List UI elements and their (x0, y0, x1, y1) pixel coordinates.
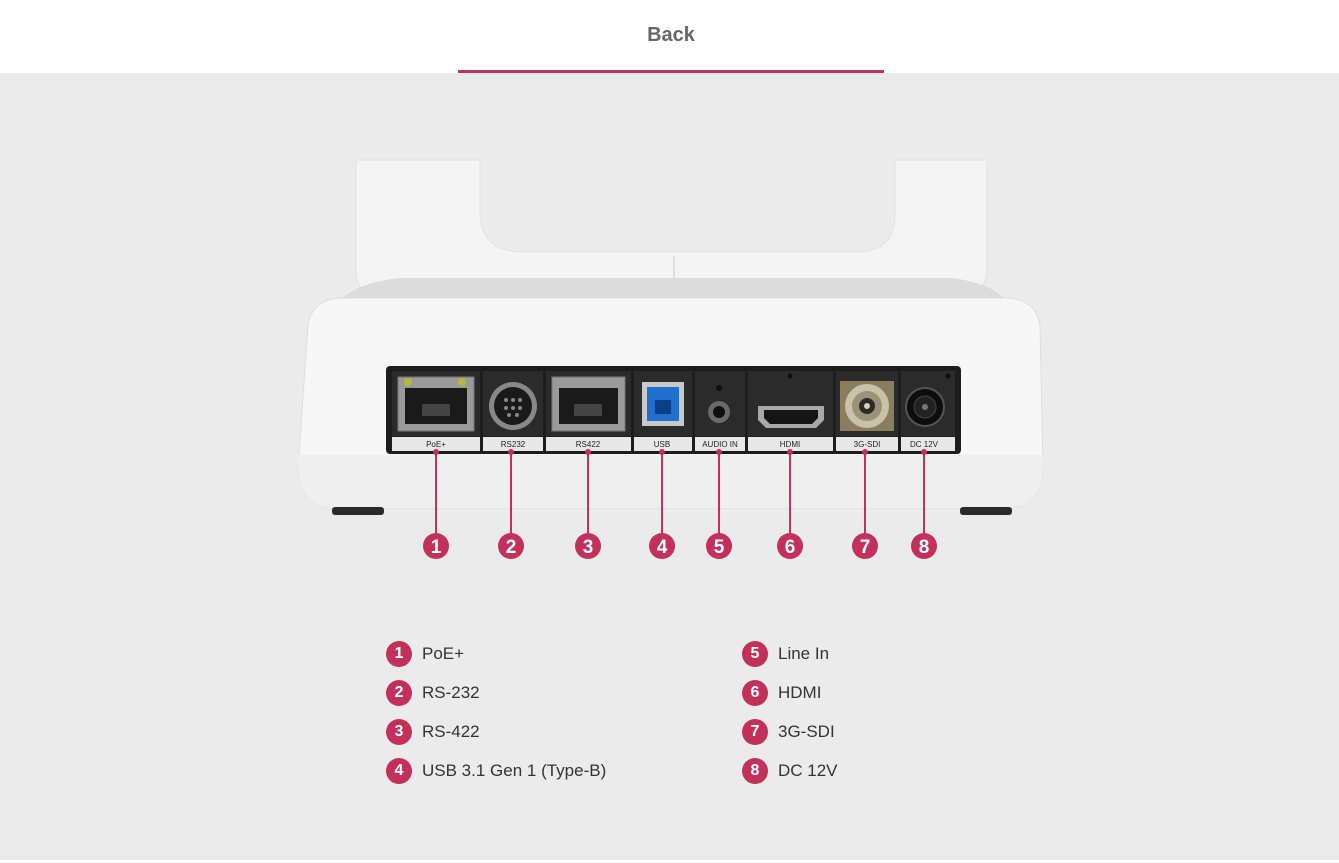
legend-number-badge: 2 (386, 680, 412, 706)
tab-back[interactable]: Back (458, 0, 884, 73)
port-rs422 (546, 371, 631, 436)
legend-text: USB 3.1 Gen 1 (Type-B) (422, 761, 607, 780)
callout-3: 3 (575, 449, 601, 559)
port-label-hdmi: HDMI (780, 440, 800, 449)
camera-yoke (355, 159, 988, 297)
callout-5-number: 5 (714, 537, 725, 558)
legend-item: 5 Line In (742, 641, 1098, 667)
camera-foot-right (960, 507, 1012, 515)
port-audio-in (695, 371, 745, 436)
legend-text: RS-422 (422, 722, 480, 741)
legend-number-badge: 8 (742, 758, 768, 784)
callout-2-number: 2 (506, 537, 517, 558)
tab-active-indicator (458, 70, 884, 73)
legend-text: PoE+ (422, 644, 465, 663)
callout-1-number: 1 (431, 537, 442, 558)
port-hdmi (748, 371, 833, 436)
callout-6: 6 (777, 449, 803, 559)
port-label-dc-12v: DC 12V (910, 440, 939, 449)
legend-text: DC 12V (778, 761, 838, 780)
camera-back-illustration: PoE+ RS232 RS422 USB AUDIO IN HDMI 3G-SD… (297, 159, 1044, 559)
legend-item: 6 HDMI (742, 680, 1098, 706)
legend-number-badge: 7 (742, 719, 768, 745)
legend-text: RS-232 (422, 683, 480, 702)
camera-base-lower (298, 455, 1043, 508)
legend-number-badge: 4 (386, 758, 412, 784)
tab-back-label: Back (647, 24, 695, 46)
callout-6-number: 6 (785, 537, 796, 558)
legend-number-badge: 3 (386, 719, 412, 745)
camera-foot-left (332, 507, 384, 515)
callout-5: 5 (706, 449, 732, 559)
port-legend: 1 PoE+ 2 RS-232 3 RS-422 4 USB 3.1 Gen 1… (386, 641, 1106, 784)
callout-8: 8 (911, 449, 937, 559)
legend-text: Line In (778, 644, 830, 663)
callout-1: 1 (423, 449, 449, 559)
tab-bar: Back (0, 0, 1339, 73)
port-label-poe: PoE+ (426, 440, 446, 449)
port-label-audio-in: AUDIO IN (702, 440, 738, 449)
callout-7-number: 7 (860, 537, 871, 558)
callout-2: 2 (498, 449, 524, 559)
legend-text: 3G-SDI (778, 722, 835, 741)
port-dc-12v (901, 371, 955, 436)
legend-item: 4 USB 3.1 Gen 1 (Type-B) (386, 758, 742, 784)
legend-text: HDMI (778, 683, 822, 702)
callout-8-number: 8 (919, 537, 930, 558)
port-label-usb: USB (654, 440, 670, 449)
port-3g-sdi (836, 371, 898, 436)
legend-item: 7 3G-SDI (742, 719, 1098, 745)
product-view: PoE+ RS232 RS422 USB AUDIO IN HDMI 3G-SD… (0, 73, 1339, 860)
callouts: 1 2 3 4 (423, 449, 937, 559)
legend-item: 8 DC 12V (742, 758, 1098, 784)
legend-number-badge: 5 (742, 641, 768, 667)
port-label-rs232: RS232 (501, 440, 526, 449)
legend-item: 1 PoE+ (386, 641, 742, 667)
port-label-strip: PoE+ RS232 RS422 USB AUDIO IN HDMI 3G-SD… (392, 437, 955, 451)
camera-base-shadow (340, 278, 1005, 300)
port-poe (392, 371, 480, 436)
callout-3-number: 3 (583, 537, 594, 558)
callout-7: 7 (852, 449, 878, 559)
port-usb (634, 371, 692, 436)
callout-4-number: 4 (657, 537, 668, 558)
port-label-rs422: RS422 (576, 440, 601, 449)
port-rs232 (483, 371, 543, 436)
legend-number-badge: 6 (742, 680, 768, 706)
legend-item: 3 RS-422 (386, 719, 742, 745)
legend-number-badge: 1 (386, 641, 412, 667)
port-label-3g-sdi: 3G-SDI (854, 440, 881, 449)
callout-4: 4 (649, 449, 675, 559)
legend-item: 2 RS-232 (386, 680, 742, 706)
